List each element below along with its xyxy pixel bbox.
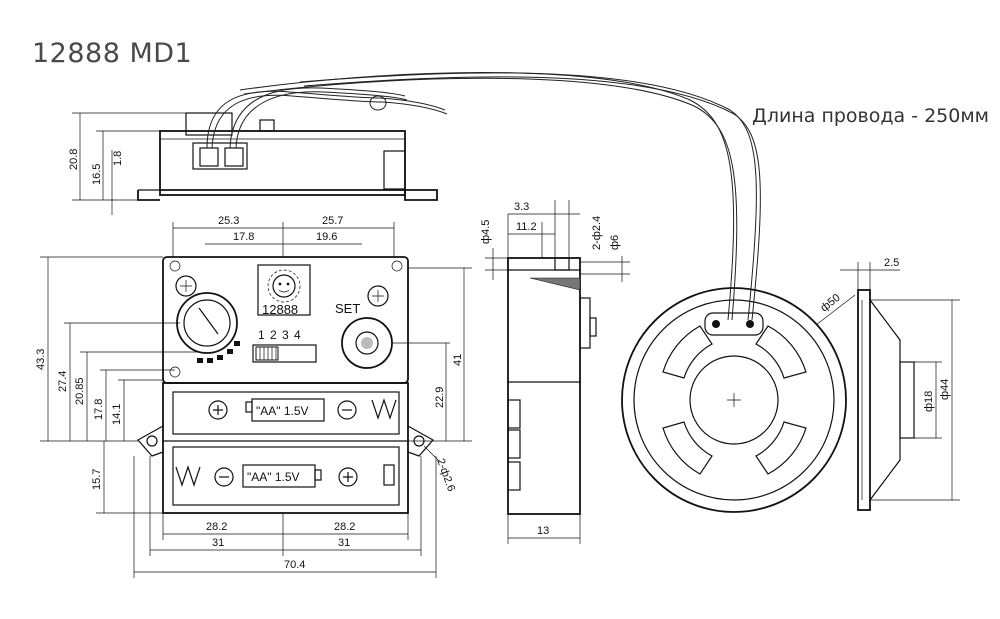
dim-31-left: 31	[212, 537, 224, 549]
speaker-side-view: 2.5 ф44 ф18	[840, 257, 960, 511]
sun-logo-icon	[257, 264, 311, 316]
dim-1-8: 1.8	[112, 151, 124, 166]
dim-15-7: 15.7	[91, 469, 103, 490]
dim-22-9: 22.9	[434, 387, 446, 408]
dim-17-8-left: 17.8	[93, 399, 105, 420]
dim-20-85: 20.85	[74, 377, 86, 405]
side-view: 20.8 16.5 1.8	[68, 72, 761, 321]
dim-17-8-top: 17.8	[233, 231, 254, 243]
dim-14-1: 14.1	[111, 404, 123, 425]
dim-43-3: 43.3	[35, 349, 47, 370]
dim-28-2-right: 28.2	[334, 521, 355, 533]
dim-28-2-left: 28.2	[206, 521, 227, 533]
front-view: 25.3 25.7 17.8 19.6	[35, 215, 472, 578]
dim-25-3: 25.3	[218, 215, 239, 227]
dim-13: 13	[537, 525, 549, 537]
dim-50: ф50	[818, 292, 842, 315]
dim-41: 41	[452, 354, 464, 366]
wire-length-note: Длина провода - 250мм	[752, 105, 990, 127]
dim-16-5: 16.5	[91, 164, 103, 185]
battery-top-label: "AA" 1.5V	[256, 404, 309, 418]
diagram-title: 12888 MD1	[32, 38, 193, 69]
dim-31-right: 31	[338, 537, 350, 549]
middle-side-view: 3.3 11.2 2-ф2.4 ф4.5 ф6 13	[480, 200, 630, 544]
dim-70-4: 70.4	[284, 559, 305, 571]
dim-25-7: 25.7	[322, 215, 343, 227]
dim-2-5: 2.5	[884, 257, 899, 269]
speaker-front-view: ф50	[621, 287, 856, 513]
dim-27-4: 27.4	[57, 371, 69, 392]
dim-2-holes-24: 2-ф2.4	[591, 216, 603, 250]
dim-11-2: 11.2	[516, 221, 537, 233]
dim-20-8: 20.8	[68, 149, 80, 170]
set-label: SET	[335, 301, 360, 316]
battery-bottom-label: "AA" 1.5V	[247, 470, 300, 484]
dim-19-6: 19.6	[316, 231, 337, 243]
logo-number: 12888	[262, 302, 298, 317]
dim-3-3: 3.3	[514, 201, 529, 213]
dim-44: ф44	[939, 379, 951, 400]
dim-6: ф6	[609, 235, 621, 250]
switch-positions: 1 2 3 4	[258, 328, 302, 342]
knob-tick-marks	[197, 341, 240, 363]
dim-mount-holes: 2-ф2.6	[434, 457, 457, 493]
dim-4-5: ф4.5	[480, 220, 492, 244]
dim-18: ф18	[923, 391, 935, 412]
